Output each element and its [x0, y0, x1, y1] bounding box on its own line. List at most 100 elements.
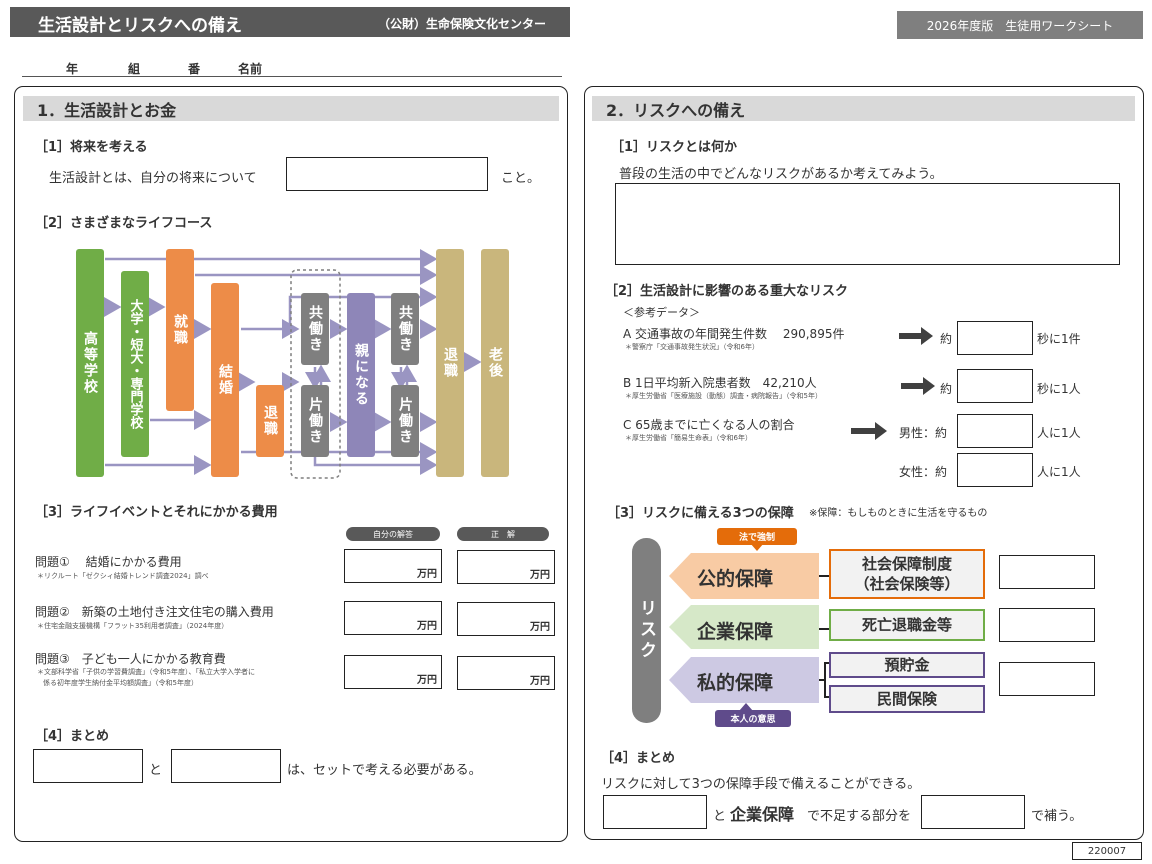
risk-c-male-box[interactable] — [957, 414, 1033, 448]
r-summary-box-2[interactable] — [921, 795, 1025, 829]
s1-text-before: 生活設計とは、自分の将来について — [49, 171, 257, 186]
stage-highschool: 高等学校 — [76, 249, 104, 477]
ref-data-label: ＜参考データ＞ — [623, 306, 700, 319]
name-label: 名前 — [238, 62, 263, 76]
stage-dual-work-1: 共働き — [301, 293, 329, 365]
arrow-right-icon — [899, 327, 933, 345]
stage-single-work-1: 片働き — [301, 385, 329, 457]
document-code: 220007 — [1072, 842, 1142, 860]
risk-c-source: ＊厚生労働省「簡易生命表」（令和6年） — [625, 434, 752, 442]
stage-college: 大学・短大・専門学校 — [121, 271, 149, 457]
r-s3-title: ［3］リスクに備える3つの保障 — [607, 506, 794, 521]
risk-c-female-box[interactable] — [957, 453, 1033, 487]
q3-answer-box[interactable]: 万円 — [457, 656, 555, 690]
s1-answer-box[interactable] — [286, 157, 488, 191]
r-s2-title: ［2］生活設計に影響のある重大なリスク — [605, 284, 849, 299]
q3-source-1: ＊文部科学省「子供の学習費調査」（令和5年度）、「私立大学入学者に — [37, 668, 255, 676]
col-self-answer: 自分の解答 — [346, 527, 440, 541]
private-arrow-shape — [669, 657, 819, 703]
stage-job: 就職 — [166, 249, 194, 411]
number-label: 番 — [188, 62, 201, 76]
risk-a-label: A 交通事故の年間発生件数 290,895件 — [623, 327, 845, 341]
risk-b-pre: 約 — [940, 382, 953, 396]
risk-a-source: ＊警察庁「交通事故発生状況」（令和6年） — [625, 343, 759, 351]
r-summary-box-1[interactable] — [603, 795, 707, 829]
section2-header: 2．リスクへの備え — [592, 96, 1135, 121]
year-label: 年 — [66, 62, 79, 76]
risk-bar: リスク — [632, 538, 661, 723]
risk-b-box[interactable] — [957, 369, 1033, 403]
summary-conj: と — [149, 763, 163, 778]
forced-by-law-tag: 法で強制 — [717, 528, 797, 545]
public-answer-box[interactable] — [999, 555, 1095, 589]
r-s1-title: ［1］リスクとは何か — [611, 140, 738, 155]
risk-ideas-box[interactable] — [615, 183, 1120, 265]
tag-pointer-icon — [739, 703, 753, 711]
risk-a-box[interactable] — [957, 321, 1033, 355]
private-insurance-box: 民間保険 — [829, 685, 985, 713]
s1-text-after: こと。 — [501, 171, 541, 186]
r-s4-title: ［4］まとめ — [601, 751, 676, 766]
r-s4-text: リスクに対して3つの保障手段で備えることができる。 — [601, 777, 921, 792]
s2-title: ［2］さまざまなライフコース — [35, 216, 213, 231]
public-security-label: 公的保障 — [697, 568, 774, 590]
q1-source: ＊リクルート「ゼクシィ結婚トレンド調査2024」調べ — [37, 572, 209, 580]
r-summary-bold: 企業保障 — [730, 805, 795, 824]
risk-a-pre: 約 — [940, 332, 953, 346]
connector-lines — [819, 575, 831, 698]
risk-c-male: 男性：約 — [899, 426, 948, 440]
risk-c-female: 女性：約 — [899, 465, 948, 479]
public-arrow-shape — [669, 553, 819, 599]
stage-quit: 退職 — [256, 385, 284, 457]
publisher-name: （公財）生命保険文化センター — [378, 17, 547, 31]
right-panel: 2．リスクへの備え ［1］リスクとは何か 普段の生活の中でどんなリスクがあるか考… — [584, 86, 1144, 840]
risk-a-post: 秒に1件 — [1037, 332, 1081, 346]
arrow-right-icon — [851, 422, 887, 440]
stage-old-age: 老後 — [481, 249, 509, 477]
q2-self-box[interactable]: 万円 — [344, 601, 442, 635]
risk-b-label: B 1日平均新入院患者数 42,210人 — [623, 376, 817, 390]
s1-title: ［1］将来を考える — [35, 140, 148, 155]
stage-marriage: 結婚 — [211, 283, 239, 477]
q3-self-box[interactable]: 万円 — [344, 655, 442, 689]
own-will-tag: 本人の意思 — [715, 710, 791, 727]
summary-after: は、セットで考える必要がある。 — [287, 763, 482, 778]
risk-c-label: C 65歳までに亡くなる人の割合 — [623, 418, 795, 432]
stage-retirement: 退職 — [436, 249, 464, 477]
q1-self-box[interactable]: 万円 — [344, 549, 442, 583]
q1-answer-box[interactable]: 万円 — [457, 550, 555, 584]
tag-pointer-icon — [750, 543, 764, 551]
savings-box: 預貯金 — [829, 652, 985, 678]
s3-title: ［3］ライフイベントとそれにかかる費用 — [35, 505, 278, 520]
arrow-right-icon — [901, 377, 935, 395]
death-benefit-box: 死亡退職金等 — [829, 609, 985, 641]
risk-b-post: 秒に1人 — [1037, 382, 1081, 396]
r-s3-note: ※保障：もしものときに生活を守るもの — [809, 508, 988, 519]
risk-b-source: ＊厚生労働省「医療施設（動態）調査・病院報告」（令和5年） — [625, 392, 822, 400]
r-summary-conj: と — [713, 809, 727, 824]
q3-source-2: 係る初年度学生納付金平均額調査」（令和5年度） — [43, 679, 198, 687]
worksheet-title: 生活設計とリスクへの備え — [38, 16, 242, 36]
risk-c-male-post: 人に1人 — [1037, 426, 1081, 440]
private-answer-box[interactable] — [999, 662, 1095, 696]
student-info-line: 年 組 番 名前 — [22, 58, 562, 77]
r-summary-mid: で不足する部分を — [807, 809, 912, 824]
section1-header: 1．生活設計とお金 — [23, 96, 559, 121]
q3-label: 問題③ 子ども一人にかかる教育費 — [35, 652, 226, 666]
q2-answer-box[interactable]: 万円 — [457, 602, 555, 636]
stage-become-parent: 親になる — [347, 293, 375, 457]
summary-box-1[interactable] — [33, 749, 143, 783]
edition-badge: 2026年度版 生徒用ワークシート — [897, 11, 1143, 39]
social-security-box: 社会保障制度 （社会保険等） — [829, 549, 985, 599]
corporate-security-label: 企業保障 — [697, 621, 774, 643]
stage-single-work-2: 片働き — [391, 385, 419, 457]
stage-dual-work-2: 共働き — [391, 293, 419, 365]
corporate-answer-box[interactable] — [999, 608, 1095, 642]
header-title-bar: 生活設計とリスクへの備え （公財）生命保険文化センター — [10, 7, 570, 37]
summary-box-2[interactable] — [171, 749, 281, 783]
private-security-label: 私的保障 — [697, 672, 774, 694]
left-panel: 1．生活設計とお金 ［1］将来を考える 生活設計とは、自分の将来について こと。… — [14, 86, 568, 842]
s4-title: ［4］まとめ — [35, 729, 110, 744]
r-summary-after: で補う。 — [1031, 809, 1083, 824]
q2-source: ＊住宅金融支援機構「フラット35利用者調査」（2024年度） — [37, 622, 229, 630]
